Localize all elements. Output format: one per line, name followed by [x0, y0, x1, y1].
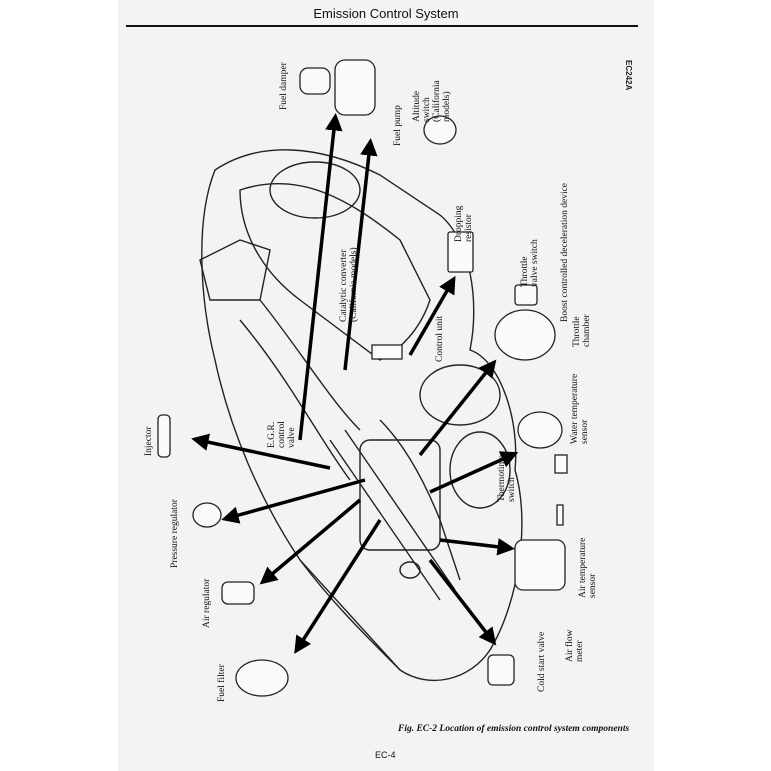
arrow-thermotime [429, 451, 519, 494]
arrow-throttle-chamber [418, 359, 497, 457]
component-drawings [157, 59, 568, 697]
label-fuel-filter: Fuel filter [217, 664, 227, 702]
air-temp-sensor-icon [556, 504, 564, 526]
label-injector: Injector [144, 426, 154, 456]
label-control-unit: Control unit [435, 315, 445, 362]
dropping-resistor-icon [447, 231, 474, 273]
thermotime-switch-icon [554, 454, 568, 474]
page-paper [118, 0, 654, 771]
label-fuel-damper: Fuel damper [279, 62, 289, 110]
figure-caption: Fig. EC-2 Location of emission control s… [398, 724, 630, 734]
cold-start-valve-icon [487, 654, 515, 686]
arrow-air-regulator [259, 498, 362, 585]
label-fuel-pump: Fuel pump [393, 105, 403, 146]
page-number: EC-4 [375, 750, 396, 760]
pressure-regulator-icon [192, 502, 222, 528]
figure-code: EC242A [624, 60, 633, 91]
water-temp-sensor-icon [517, 411, 563, 449]
air-flow-meter-icon [514, 539, 566, 591]
throttle-valve-switch-icon [514, 284, 538, 306]
header-rule [126, 25, 638, 27]
label-boost-controlled-deceleration-device: Boost controlled deceleration device [560, 182, 570, 322]
altitude-switch-icon [423, 115, 457, 145]
fuel-filter-icon [235, 659, 289, 697]
arrow-fuel-filter [294, 519, 382, 654]
fuel-pump-icon [334, 59, 376, 116]
label-cold-start-valve: Cold start valve [537, 631, 547, 692]
control-unit-icon [371, 344, 403, 360]
injector-icon [157, 414, 171, 458]
air-regulator-icon [221, 581, 255, 605]
throttle-chamber-icon [494, 309, 556, 361]
arrow-cold-start [428, 558, 497, 646]
arrow-air-flow-meter [439, 538, 515, 556]
label-air-regulator: Air regulator [202, 578, 212, 628]
arrow-injector [191, 433, 331, 470]
page-header-title: Emission Control System [313, 6, 459, 21]
fuel-damper-icon [299, 67, 331, 95]
arrow-control-unit [408, 275, 456, 356]
label-catalytic-converter: Catalytic converter(California models) [339, 247, 359, 322]
arrow-pressure-regulator [221, 478, 366, 524]
label-pressure-regulator: Pressure regulator [170, 499, 180, 568]
arrow-fuel-pump [343, 138, 378, 371]
arrow-fuel-damper [298, 113, 343, 441]
pointer-arrows [191, 113, 519, 654]
